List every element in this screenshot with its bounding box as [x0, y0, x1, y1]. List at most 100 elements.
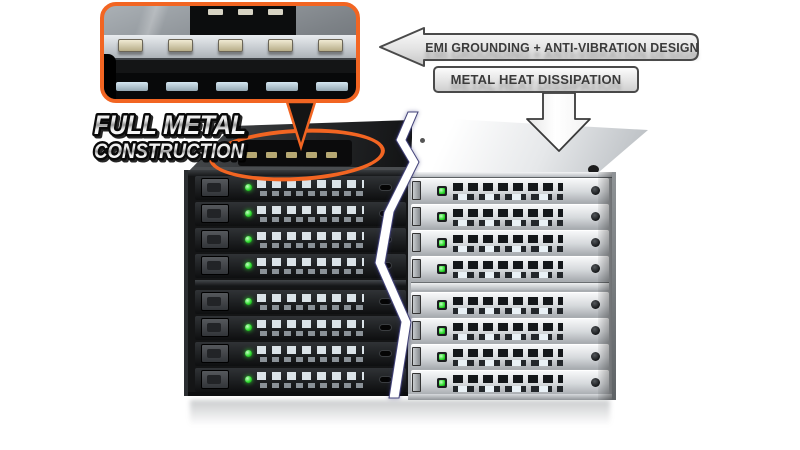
cage-right-edge	[612, 172, 616, 400]
vent-grille	[257, 318, 364, 338]
vent-grille	[257, 370, 364, 390]
led-indicator	[245, 262, 252, 269]
tray-handle	[412, 321, 421, 340]
tray-handle	[201, 256, 229, 275]
chassis-notch	[104, 54, 116, 99]
split-divider	[374, 111, 420, 399]
handle-slot	[207, 349, 221, 358]
tray-handle	[412, 259, 421, 278]
tray-screw	[591, 186, 600, 195]
corner-screw	[588, 165, 599, 174]
drive-tray-silver	[411, 230, 609, 254]
led-housing	[437, 212, 447, 222]
vent-grille	[257, 230, 364, 250]
tray-lock	[379, 350, 392, 357]
drive-tray-silver	[411, 318, 609, 342]
tray-handle	[412, 373, 421, 392]
tray-handle	[201, 292, 229, 311]
screw-dot	[420, 138, 425, 143]
top-grounding-clip	[326, 152, 337, 158]
vent-grille	[453, 373, 563, 392]
top-edge-highlight	[190, 167, 412, 170]
led-indicator	[245, 210, 252, 217]
cage-front-black-half	[184, 170, 408, 396]
heat-dissipation-callout: METAL HEAT DISSIPATION	[433, 66, 639, 93]
tray-screw	[591, 264, 600, 273]
handle-slot	[207, 297, 221, 306]
vent-slot	[166, 81, 198, 91]
edge-shading	[598, 172, 612, 400]
led-indicator	[245, 324, 252, 331]
drive-tray-silver	[411, 370, 609, 394]
grounding-clip-band	[104, 34, 356, 59]
led-housing	[437, 300, 447, 310]
handle-slot	[207, 375, 221, 384]
down-arrow-icon	[526, 92, 591, 152]
top-grounding-clip	[266, 152, 277, 158]
tray-screw	[591, 300, 600, 309]
top-grounding-clip	[286, 152, 297, 158]
led-indicator	[245, 184, 252, 191]
tray-handle	[412, 347, 421, 366]
tray-handle	[201, 370, 229, 389]
drive-tray-silver	[411, 292, 609, 316]
frame-bar	[188, 392, 408, 396]
led-indicator	[245, 376, 252, 383]
tray-handle	[201, 204, 229, 223]
handle-slot	[207, 261, 221, 270]
frame-bar	[408, 394, 612, 400]
drive-tray-black	[195, 202, 406, 226]
top-grounding-clip	[246, 152, 257, 158]
tray-handle	[412, 233, 421, 252]
lid-tab	[237, 9, 253, 15]
lid-black-plate	[189, 6, 296, 35]
emi-grounding-label: EMI GROUNDING + ANTI-VIBRATION DESIGN	[425, 40, 699, 55]
drive-tray-silver	[411, 344, 609, 368]
callout-pointer-icon	[285, 101, 317, 151]
drive-tray-silver	[411, 178, 609, 202]
led-indicator	[439, 240, 445, 246]
tray-handle	[201, 230, 229, 249]
led-indicator	[245, 350, 252, 357]
grounding-clip	[118, 38, 143, 52]
vent-grille	[257, 204, 364, 224]
led-housing	[437, 264, 447, 274]
tray-handle	[201, 178, 229, 197]
vent-slot	[216, 81, 248, 91]
tray-screw	[591, 326, 600, 335]
tray-screw	[591, 378, 600, 387]
left-arrow-icon	[379, 27, 699, 67]
vent-slot	[266, 81, 298, 91]
cage-front-silver-half	[408, 172, 616, 400]
drive-tray-silver	[411, 204, 609, 228]
tray-screw	[591, 352, 600, 361]
led-housing	[437, 352, 447, 362]
tray-lock	[379, 184, 392, 191]
vent-grille	[453, 295, 563, 314]
drive-tray-black	[195, 176, 406, 200]
led-indicator	[439, 188, 445, 194]
drive-tray-black	[195, 228, 406, 252]
vent-grille	[257, 292, 364, 312]
lid-tab	[267, 9, 283, 15]
led-indicator	[439, 380, 445, 386]
grounding-clip	[218, 38, 243, 52]
handle-slot	[207, 235, 221, 244]
led-indicator	[439, 266, 445, 272]
handle-slot	[207, 209, 221, 218]
frame-bar	[408, 172, 612, 178]
led-indicator	[439, 328, 445, 334]
tray-handle	[412, 295, 421, 314]
handle-slot	[207, 323, 221, 332]
led-indicator	[439, 214, 445, 220]
tray-screw	[591, 238, 600, 247]
drive-tray-black	[195, 290, 406, 314]
vent-grille	[453, 321, 563, 340]
lid-tab	[207, 9, 223, 15]
tray-screw	[591, 212, 600, 221]
drive-tray-black	[195, 342, 406, 366]
drive-tray-black	[195, 254, 406, 278]
chassis-bottom-strip	[104, 72, 356, 99]
headline-line2: CONSTRUCTION	[94, 140, 245, 163]
tray-lock	[379, 324, 392, 331]
